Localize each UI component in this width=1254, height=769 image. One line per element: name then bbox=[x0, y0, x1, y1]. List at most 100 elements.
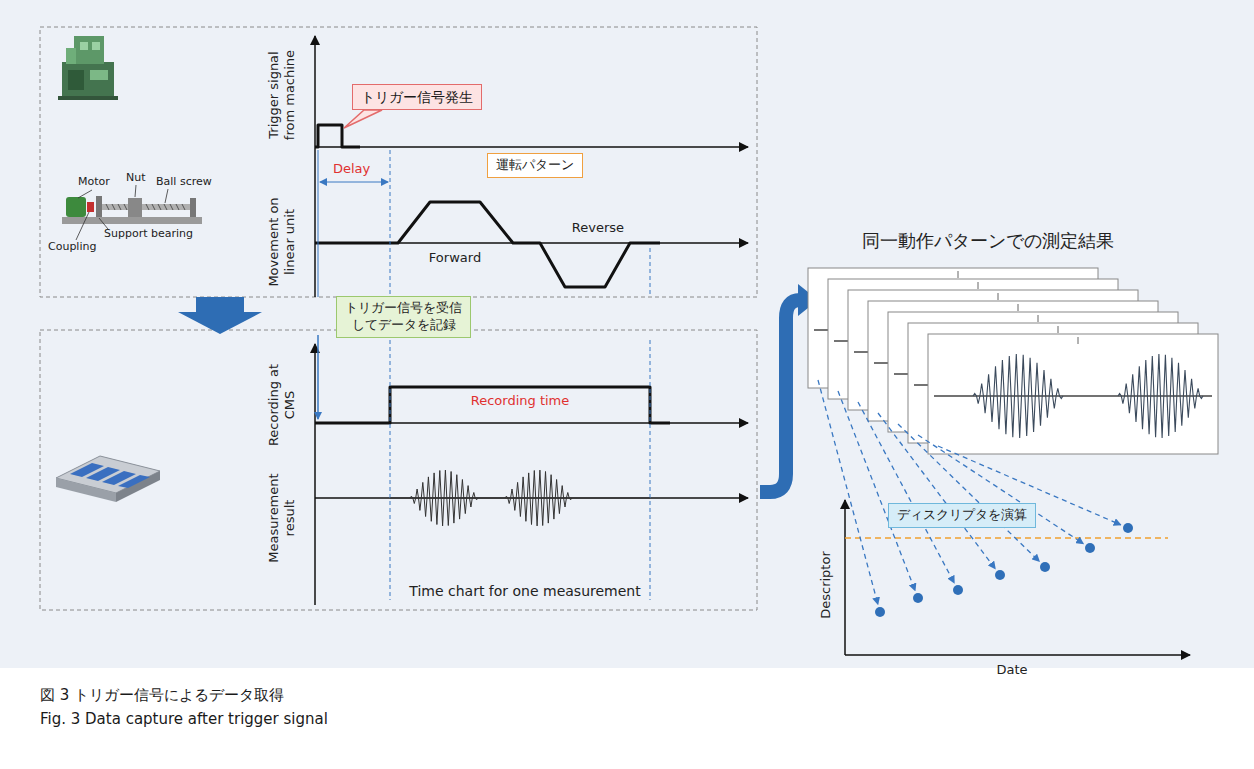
time-chart-axes bbox=[315, 36, 748, 605]
waveform bbox=[1118, 354, 1203, 438]
axis-label: Recording at CMS bbox=[266, 360, 297, 450]
descriptor-arrows bbox=[818, 380, 1133, 617]
linear-unit-illustration bbox=[87, 202, 94, 212]
figure-ground bbox=[0, 0, 1254, 668]
waveform bbox=[998, 293, 999, 300]
data-point bbox=[1085, 543, 1095, 553]
machine-icon bbox=[74, 36, 104, 64]
axis-label: Measurement result bbox=[266, 468, 297, 568]
timing-guide bbox=[318, 150, 319, 297]
dashed-arrow bbox=[838, 391, 915, 591]
node-text: トリガー信号発生 bbox=[361, 88, 473, 106]
axis-label: Date bbox=[996, 662, 1027, 678]
linear-unit-illustration bbox=[102, 204, 190, 210]
machine-icon bbox=[90, 70, 108, 80]
waveform bbox=[1078, 337, 1079, 344]
flow-arrow bbox=[760, 300, 800, 492]
waveform bbox=[1038, 315, 1039, 322]
machine-icon bbox=[58, 96, 118, 100]
time-chart-axes bbox=[314, 344, 316, 605]
machine-icon bbox=[62, 62, 114, 98]
axis-label: Movement on linear unit bbox=[266, 192, 297, 292]
signal-trace bbox=[315, 125, 670, 423]
machine-icon bbox=[66, 48, 76, 64]
timing-guide bbox=[650, 340, 651, 600]
flow-arrow bbox=[178, 297, 262, 334]
descriptor-chart bbox=[845, 654, 1190, 656]
dashed-arrow bbox=[878, 413, 995, 569]
linear-unit-illustration bbox=[128, 198, 142, 217]
delay-label: Delay bbox=[333, 161, 370, 177]
pattern-box: 運転パターン bbox=[487, 153, 583, 178]
timing-guide bbox=[320, 182, 388, 183]
part-name: Motor bbox=[78, 175, 110, 188]
callout-tail bbox=[344, 110, 382, 128]
dashed-arrow bbox=[898, 424, 1039, 561]
waveform bbox=[390, 497, 650, 498]
data-point bbox=[1123, 523, 1133, 533]
timing-guide bbox=[650, 248, 651, 297]
linear-unit-illustration bbox=[62, 185, 202, 240]
waveform bbox=[1058, 326, 1059, 333]
linear-unit-illustration bbox=[106, 204, 185, 210]
data-point bbox=[913, 593, 923, 603]
data-point bbox=[1040, 562, 1050, 572]
part-name: Nut bbox=[126, 171, 146, 184]
time-chart-axes bbox=[315, 497, 748, 499]
part-name: Coupling bbox=[48, 240, 96, 253]
step-box: トリガー信号を受信 してデータを記録 bbox=[336, 296, 471, 338]
time-chart-axes bbox=[314, 36, 316, 297]
waveform bbox=[410, 470, 478, 526]
signal-trace bbox=[315, 202, 660, 287]
descriptor-chart bbox=[845, 500, 1190, 655]
time-chart-axes bbox=[315, 146, 748, 148]
data-point bbox=[875, 607, 885, 617]
waveform bbox=[958, 271, 959, 278]
linear-unit-illustration bbox=[96, 196, 102, 217]
waveform bbox=[978, 282, 979, 289]
machine-icon bbox=[58, 36, 118, 100]
linear-unit-illustration bbox=[66, 197, 86, 217]
timing-guide bbox=[318, 150, 650, 600]
axis-label: Descriptor bbox=[818, 551, 834, 619]
node-text: ディスクリプタを演算 bbox=[897, 507, 1027, 524]
linear-unit-illustration bbox=[62, 217, 202, 224]
descriptor-chart bbox=[845, 537, 1168, 539]
part-name: Ball screw bbox=[156, 175, 212, 188]
descriptor-chart bbox=[844, 500, 846, 655]
timing-guide bbox=[390, 150, 391, 297]
dashed-panel bbox=[40, 330, 757, 610]
data-point bbox=[995, 570, 1005, 580]
machine-icon bbox=[68, 70, 84, 90]
waveform bbox=[505, 470, 572, 526]
node-text: トリガー信号を受信 してデータを記録 bbox=[345, 300, 462, 334]
timing-guide bbox=[317, 335, 319, 419]
linear-unit-illustration bbox=[190, 198, 196, 217]
signal-trace bbox=[315, 125, 360, 147]
data-point bbox=[953, 585, 963, 595]
chart-note: Time chart for one measurement bbox=[409, 583, 640, 600]
direction-label: Reverse bbox=[572, 220, 624, 236]
part-name: Support bearing bbox=[104, 227, 193, 240]
interval-label: Recording time bbox=[471, 393, 570, 409]
signal-trace bbox=[315, 387, 670, 423]
dashed-panel bbox=[40, 27, 757, 297]
dashed-arrow bbox=[858, 402, 954, 583]
step-box: ディスクリプタを演算 bbox=[888, 503, 1036, 528]
machine-icon bbox=[80, 42, 88, 50]
direction-label: Forward bbox=[429, 250, 481, 266]
cms-device-icon bbox=[56, 456, 160, 502]
caption-text: 図 3 トリガー信号によるデータ取得 bbox=[40, 686, 284, 704]
waveform bbox=[973, 354, 1063, 438]
result-stack bbox=[808, 268, 1218, 454]
cms-device-icon bbox=[118, 475, 150, 488]
waveform bbox=[1018, 304, 1019, 311]
stack-title: 同一動作パターンでの測定結果 bbox=[862, 230, 1114, 252]
node-text: 運転パターン bbox=[496, 157, 574, 174]
caption-english: Fig. 3 Data capture after trigger signal bbox=[40, 710, 328, 728]
axis-label: Trigger signal from machine bbox=[266, 43, 297, 147]
callout-box: トリガー信号発生 bbox=[352, 84, 482, 110]
machine-icon bbox=[92, 42, 100, 50]
